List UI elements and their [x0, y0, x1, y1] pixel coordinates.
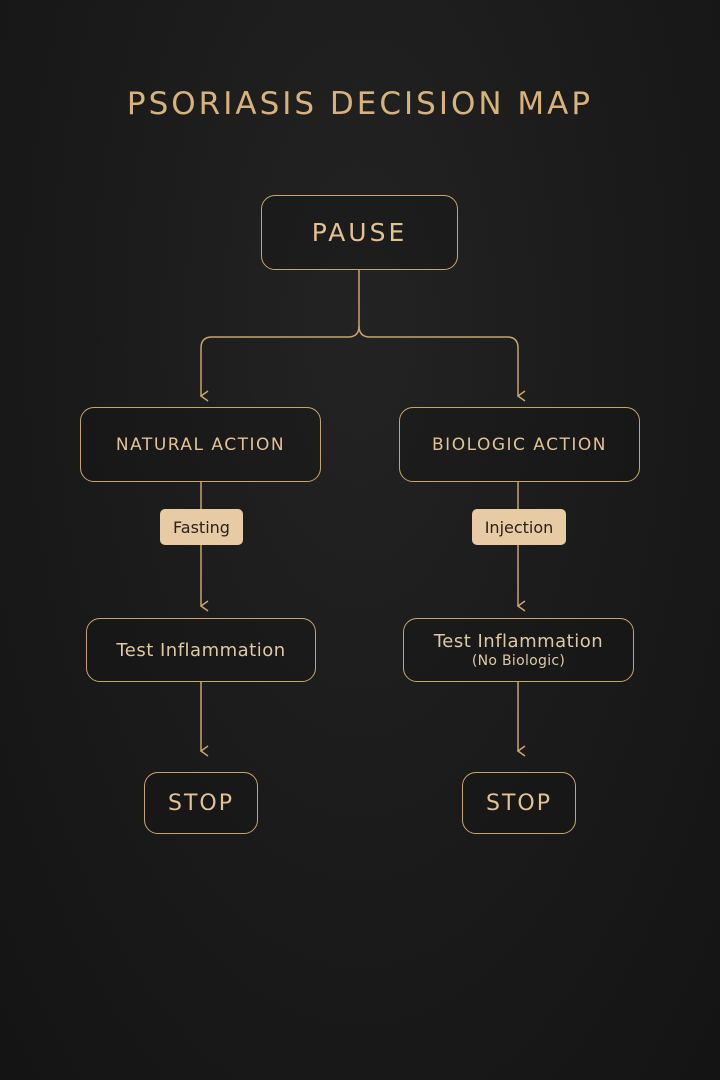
stop-natural-label: STOP	[168, 790, 234, 816]
pause-node: PAUSE	[261, 195, 458, 270]
stop-biologic-label: STOP	[486, 790, 552, 816]
pause-label: PAUSE	[311, 218, 408, 247]
test-inflammation-biologic-node: Test Inflammation (No Biologic)	[403, 618, 634, 682]
connector-pause-right	[358, 325, 518, 396]
natural-action-node: NATURAL ACTION	[80, 407, 321, 482]
biologic-action-label: BIOLOGIC ACTION	[432, 434, 607, 455]
connector-pause-trunk	[201, 270, 360, 396]
natural-action-label: NATURAL ACTION	[115, 434, 286, 455]
injection-badge: Injection	[472, 509, 566, 545]
fasting-badge: Fasting	[160, 509, 243, 545]
injection-label: Injection	[484, 517, 554, 537]
biologic-action-node: BIOLOGIC ACTION	[399, 407, 640, 482]
diagram-title: PSORIASIS DECISION MAP	[126, 86, 594, 122]
fasting-label: Fasting	[173, 517, 230, 537]
test-inflammation-natural-label: Test Inflammation	[116, 639, 286, 661]
stop-natural-node: STOP	[144, 772, 258, 834]
no-biologic-note: (No Biologic)	[471, 653, 566, 669]
stop-biologic-node: STOP	[462, 772, 576, 834]
test-inflammation-biologic-label: Test Inflammation	[433, 631, 604, 652]
test-inflammation-natural-node: Test Inflammation	[86, 618, 316, 682]
